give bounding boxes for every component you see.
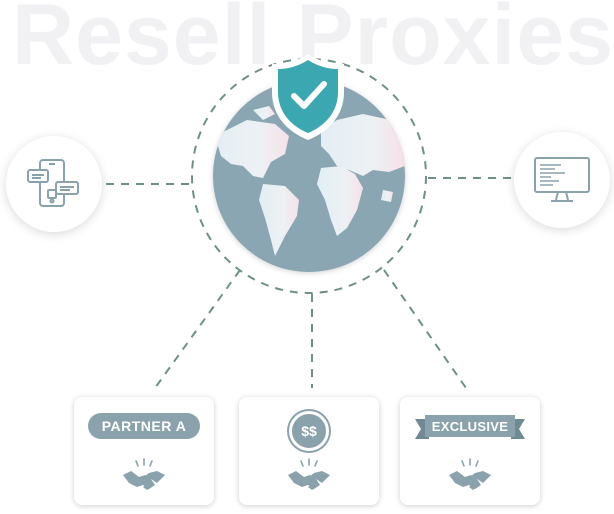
partner-badge: PARTNER A (87, 413, 201, 439)
handshake-icon (287, 458, 331, 491)
exclusive-ribbon: EXCLUSIVE (415, 413, 525, 443)
handshake-icon (448, 458, 492, 491)
world-globe (213, 80, 405, 272)
globe-icon (213, 80, 405, 272)
orbit-ring (191, 58, 427, 294)
desktop-monitor-icon (534, 157, 590, 202)
coin-label: $$ (301, 423, 317, 439)
connector-bottom-right (383, 269, 467, 389)
ribbon-banner-icon (415, 415, 525, 439)
mobile-chat-node (6, 136, 102, 232)
exclusive-label: EXCLUSIVE (431, 419, 509, 434)
desktop-node (514, 132, 610, 228)
exclusive-card: EXCLUSIVE (400, 397, 540, 505)
connector-bottom-left (154, 269, 241, 389)
partner-card: PARTNER A (74, 397, 214, 505)
coin-badge: $$ (289, 411, 329, 451)
shield-check-icon (272, 54, 344, 140)
mobile-chat-icon (27, 159, 79, 207)
handshake-icon (122, 458, 166, 491)
money-card: $$ (239, 397, 379, 505)
